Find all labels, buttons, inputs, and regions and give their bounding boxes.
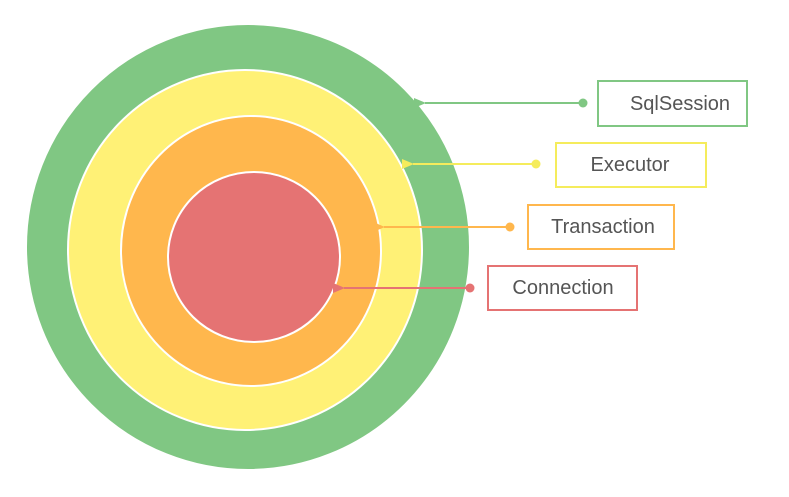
sqlsession-pointer [414,98,588,108]
transaction-pointer [373,222,515,232]
connection-label-box: Connection [487,265,638,311]
connection-label: Connection [512,277,613,299]
transaction-label-box: Transaction [527,204,675,250]
connection-core [167,171,341,343]
connection-pointer [333,283,475,293]
executor-label: Executor [591,154,670,176]
executor-pointer [402,159,541,169]
transaction-label: Transaction [551,216,655,238]
executor-label-box: Executor [555,142,707,188]
sqlsession-label-box: SqlSession [597,80,748,127]
sqlsession-label: SqlSession [630,93,730,115]
